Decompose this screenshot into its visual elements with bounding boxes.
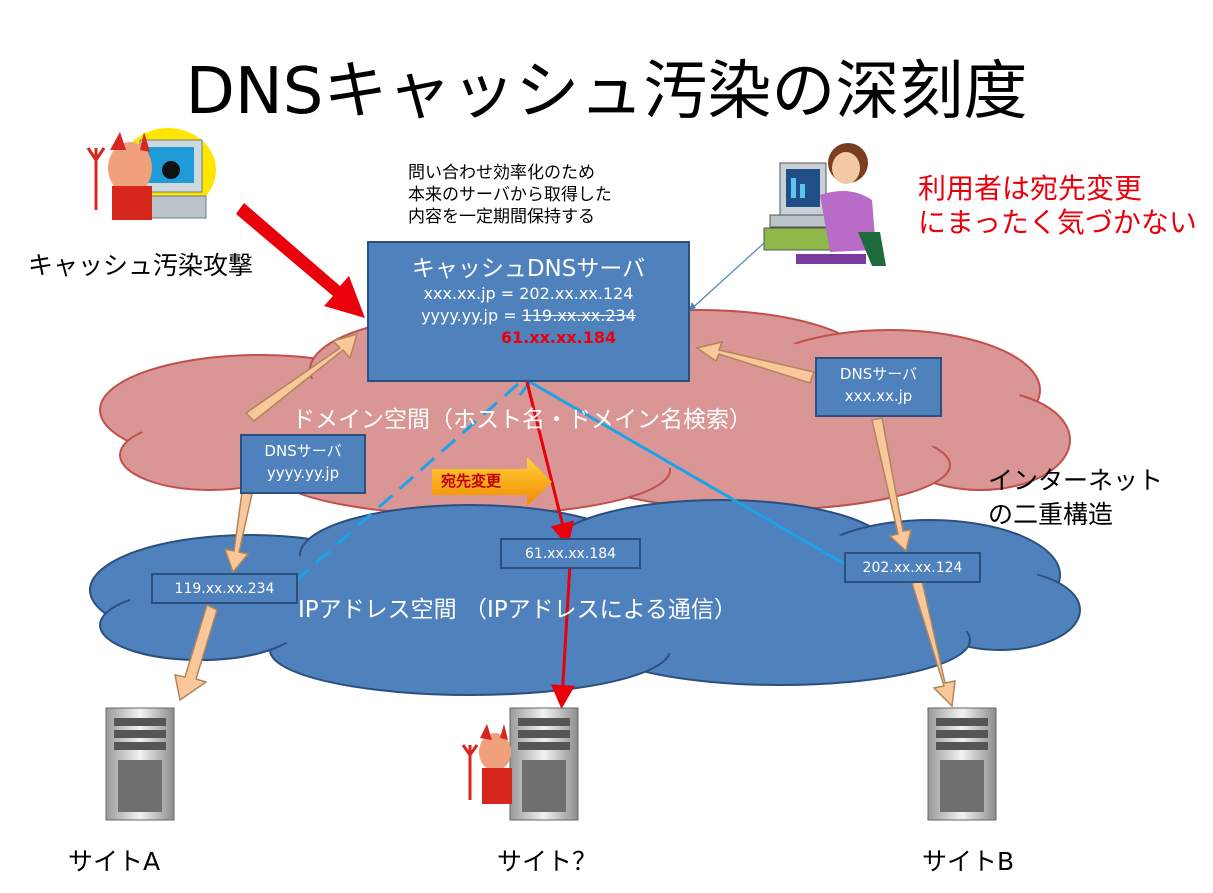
dns-server-label: DNSサーバ — [264, 442, 342, 460]
right-dns-to-ip-arrow — [871, 417, 912, 553]
dns-server-label: DNSサーバ — [839, 365, 918, 383]
cache-dns-server-box: キャッシュDNSサーバ xxx.xx.jp = 202.xx.xx.124 yy… — [367, 241, 690, 382]
site-b-label: サイトB — [922, 847, 1015, 876]
dashed-old-route-line — [289, 382, 519, 588]
server-icon-unknown — [509, 707, 579, 821]
left-dns-to-cache-arrow — [244, 332, 359, 423]
ip-left-box: 119.xx.xx.234 — [151, 573, 298, 604]
user-note: 利用者は宛先変更 にまったく気づかない — [918, 172, 1197, 240]
user-note-line: にまったく気づかない — [918, 206, 1197, 239]
internet-structure-label: インターネット の二重構造 — [988, 464, 1163, 532]
cache-to-siteb-line — [529, 380, 856, 572]
attack-label: キャッシュ汚染攻撃 — [28, 251, 254, 280]
left-dns-to-ip-arrow — [223, 491, 253, 574]
domain-space-label: ドメイン空間（ホスト名・ドメイン名検索） — [292, 407, 752, 433]
redirect-red-line — [525, 381, 575, 547]
cache-note: 問い合わせ効率化のため 本来のサーバから取得した 内容を一定期間保持する — [408, 162, 612, 228]
attacker-small-icon — [461, 724, 512, 804]
internet-label-line: インターネット — [988, 466, 1164, 495]
ip-space-label: IPアドレス空間 （IPアドレスによる通信） — [298, 597, 737, 623]
cache-note-line: 問い合わせ効率化のため — [408, 163, 595, 183]
server-icon-a — [105, 707, 175, 821]
cache-entry-2-new: 61.xx.xx.184 — [500, 328, 617, 347]
cache-note-line: 本来のサーバから取得した — [408, 185, 612, 205]
dns-server-right-box: DNSサーバ xxx.xx.jp — [815, 357, 942, 417]
user-computer-icon — [763, 143, 886, 266]
cache-entry-2: yyyy.yy.jp = 119.xx.xx.234 — [369, 305, 688, 327]
redirect-label: 宛先変更 — [441, 472, 502, 490]
server-icon-b — [927, 707, 997, 821]
attacker-icon — [86, 128, 216, 220]
cache-entry-2-prefix: yyyy.yy.jp = — [421, 306, 522, 325]
ip-to-siteb-arrow — [911, 580, 956, 708]
cache-entry-2-old: 119.xx.xx.234 — [521, 306, 636, 325]
right-dns-to-cache-arrow — [695, 340, 815, 384]
to-fake-site-line — [550, 563, 575, 709]
ip-to-sitea-arrow — [174, 603, 218, 702]
cache-entry-1: xxx.xx.jp = 202.xx.xx.124 — [423, 284, 634, 303]
dns-server-left-box: DNSサーバ yyyy.yy.jp — [240, 434, 366, 494]
ip-right-box: 202.xx.xx.124 — [844, 552, 981, 583]
slide-title: DNSキャッシュ汚染の深刻度 — [185, 55, 1028, 129]
dns-server-domain: yyyy.yy.jp — [266, 464, 340, 482]
site-unknown-label: サイト？ — [497, 847, 598, 876]
dns-server-domain: xxx.xx.jp — [844, 387, 913, 405]
cache-note-line: 内容を一定期間保持する — [408, 207, 595, 227]
internet-label-line: の二重構造 — [988, 500, 1114, 529]
cache-server-title: キャッシュDNSサーバ — [411, 256, 646, 282]
redirect-arrow — [432, 457, 552, 506]
attack-arrow — [236, 203, 365, 318]
ip-center-box: 61.xx.xx.184 — [500, 538, 641, 569]
user-note-line: 利用者は宛先変更 — [918, 172, 1143, 205]
site-a-label: サイトA — [68, 847, 161, 876]
